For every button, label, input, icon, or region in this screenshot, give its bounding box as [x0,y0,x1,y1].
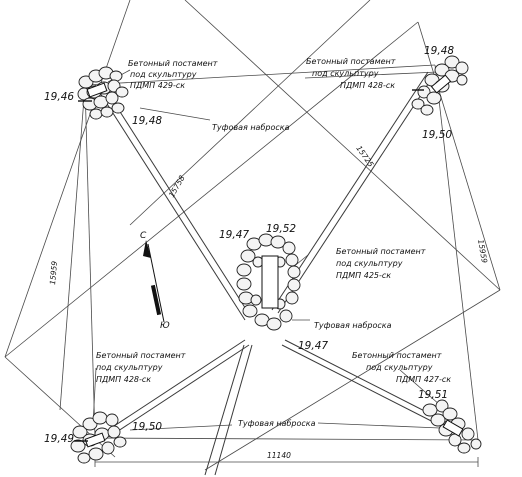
elevation-markers [74,89,424,442]
elevation-label: 19,47 [298,340,328,352]
leader-line [399,369,441,406]
dimension-label: 15959 [476,239,489,264]
connector-line [434,64,479,441]
elevation-label: 19,48 [132,115,162,127]
outer-edge-line [4,0,131,358]
note-top-right: Бетонный постамент под скульптуру ПДМП 4… [306,57,396,90]
compass-south-label: Ю [160,321,170,331]
tuff-label-bottom: Туфовая наброска [238,419,316,428]
connector-line [84,64,436,86]
elevation-label: 19,52 [266,223,296,235]
leader-line [317,422,441,429]
pedestal-top-left [77,66,129,120]
pedestal-bottom-right [422,399,482,454]
path-axis-line [104,339,246,433]
note-bottom-right: Бетонный постамент под скульптуру ПДМП 4… [352,351,451,384]
tuff-label-top: Туфовая наброска [212,123,290,132]
note-line: ПДМП 427-ск [396,375,451,384]
path-axis-line [94,84,246,321]
elevation-label: 19,50 [132,421,162,433]
compass-shaft [147,243,165,323]
outer-edge-line [204,289,501,471]
note-line: ПДМП 429-ск [130,81,185,90]
slab [261,255,279,309]
compass-south-bar [150,284,162,316]
note-line: Бетонный постамент [352,351,442,360]
pedestal-slabs [84,74,464,448]
elevation-label: 19,51 [418,389,448,401]
note-line: под скульптуру [366,363,433,372]
compass: С Ю [140,231,170,331]
compass-north-arrow [143,240,151,258]
outer-edge-line [417,21,501,291]
stone-clusters [70,55,482,464]
note-line: под скульптуру [336,259,403,268]
elevation-label: 19,48 [424,45,454,57]
outer-edge-line [129,0,371,226]
connector-line [94,437,479,441]
elevation-label: 19,50 [422,129,452,141]
slab [442,419,464,437]
dimension-label: 15758 [167,174,187,199]
outer-edge-line [4,21,419,358]
leader-line [304,71,439,79]
path-axis-line [214,344,253,476]
note-line: под скульптуру [130,70,197,79]
leader-line [129,424,233,431]
connector-line [84,84,96,439]
note-line: Бетонный постамент [128,59,218,68]
compass-north-label: С [140,231,147,241]
slab [86,82,108,98]
dimension-label: 15959 [48,260,59,285]
path-axes [94,71,453,476]
note-line: Бетонный постамент [306,57,396,66]
tuff-label-center: Туфовая наброска [314,321,392,330]
elevation-label: 19,47 [219,229,249,241]
note-center: Бетонный постамент под скульптуру ПДМП 4… [336,247,426,280]
path-axis-line [204,344,245,476]
note-line: Бетонный постамент [336,247,426,256]
connector-line [59,84,86,411]
path-axis-line [281,344,450,431]
note-line: под скульптуру [312,69,379,78]
path-axis-line [100,81,252,318]
pedestal-center [236,233,301,331]
path-axis-line [277,74,435,314]
slab [430,74,452,94]
leader-line [139,107,211,121]
note-line: ПДМП 428-ск [340,81,395,90]
pedestal-bottom-left [70,411,127,464]
note-top-left: Бетонный постамент под скульптуру ПДМП 4… [128,59,218,90]
path-axis-line [108,344,250,438]
elevation-label: 19,46 [44,91,74,103]
note-line: ПДМП 425-ск [336,271,391,280]
elevation-label: 19,49 [44,433,74,445]
slab [84,432,106,448]
note-line: под скульптуру [96,363,163,372]
note-line: ПДМП 428-ск [96,375,151,384]
outer-edge-line [184,0,501,291]
dimension-label: 11140 [267,451,291,460]
note-line: Бетонный постамент [96,351,186,360]
note-bottom-left: Бетонный постамент под скульптуру ПДМП 4… [96,351,186,384]
